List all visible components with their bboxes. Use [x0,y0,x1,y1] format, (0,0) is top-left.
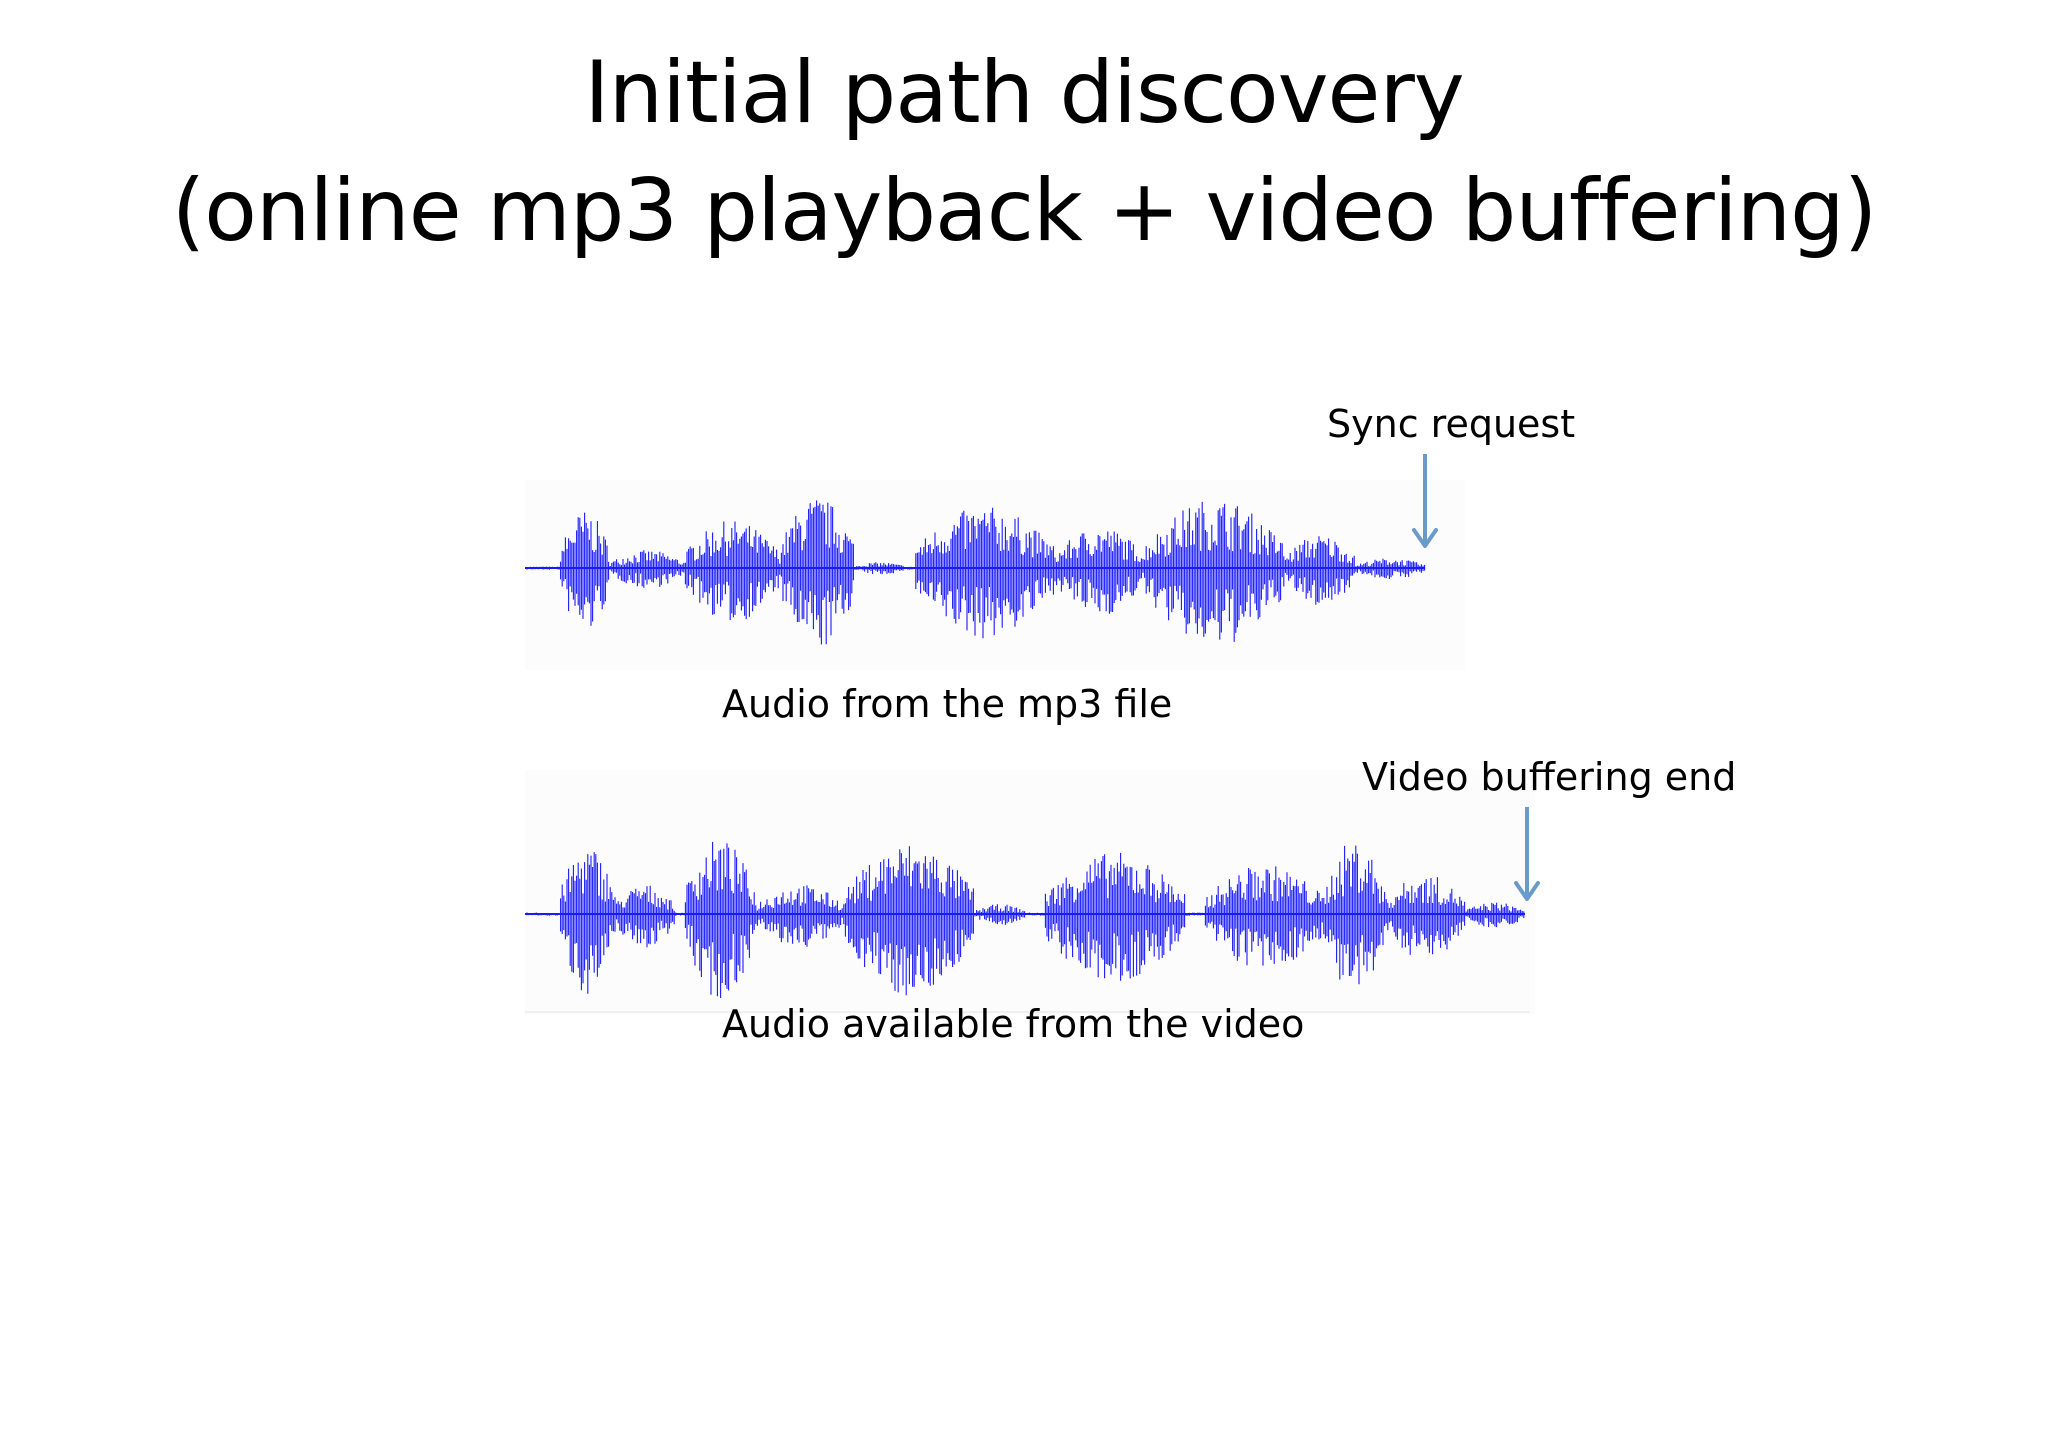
sync-request-arrow-icon [1412,454,1438,548]
video-waveform-baseline-rule [525,1011,1530,1013]
mp3-audio-caption: Audio from the mp3 file [722,682,1173,726]
video-buffering-end-arrow-icon [1514,807,1540,901]
slide-title-line-1: Initial path discovery [584,43,1464,143]
video-audio-caption: Audio available from the video [722,1002,1305,1046]
video-buffering-end-label: Video buffering end [1362,755,1737,799]
waveform-trace [526,841,1525,998]
video-audio-waveform [525,841,1525,998]
waveform-trace [526,500,1426,645]
slide-title-line-2: (online mp3 playback + video buffering) [171,161,1878,261]
mp3-audio-waveform [525,500,1426,645]
sync-request-label: Sync request [1327,402,1576,446]
